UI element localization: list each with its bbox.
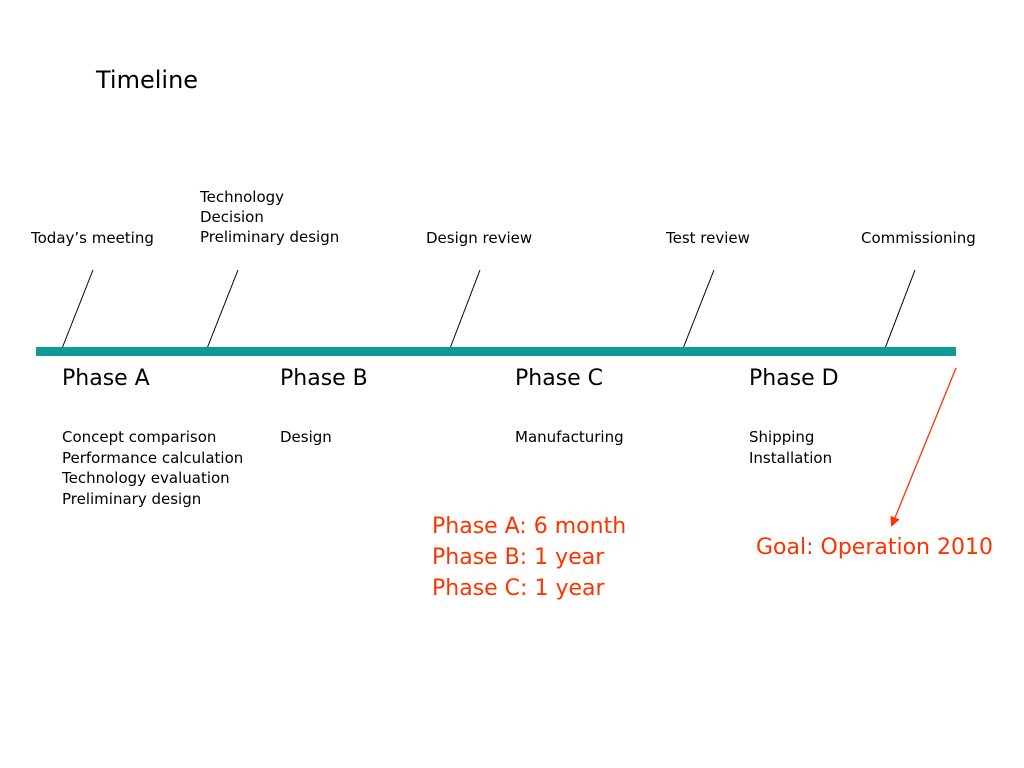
phase-c-tasks: Manufacturing	[515, 427, 624, 448]
phase-a-tasks: Concept comparison Performance calculati…	[62, 427, 243, 509]
task-item: Technology evaluation	[62, 469, 230, 487]
milestone-technology-decision: Technology Decision Preliminary design	[200, 187, 339, 247]
milestone-tick-todays-meeting	[60, 269, 94, 352]
milestone-tick-technology-decision	[205, 269, 239, 352]
timeline-bar	[36, 347, 956, 356]
task-item: Design	[280, 428, 332, 446]
milestone-commissioning: Commissioning	[861, 229, 976, 247]
milestone-line: Preliminary design	[200, 228, 340, 246]
milestone-line: Decision	[200, 208, 264, 226]
goal-text: Goal: Operation 2010	[756, 535, 993, 560]
task-item: Installation	[749, 448, 833, 467]
phase-d-tasks: Shipping Installation	[749, 427, 832, 468]
task-item: Manufacturing	[515, 428, 624, 446]
milestone-todays-meeting: Today’s meeting	[31, 229, 154, 247]
phase-c-label: Phase C	[515, 366, 604, 391]
task-item: Concept comparison	[62, 428, 217, 446]
milestone-tick-design-review	[448, 269, 481, 352]
milestone-tick-test-review	[681, 269, 715, 352]
phase-d-label: Phase D	[749, 366, 839, 391]
task-item: Preliminary design	[62, 489, 202, 508]
duration-item: Phase B: 1 year	[432, 545, 605, 570]
milestone-test-review: Test review	[666, 229, 750, 247]
phase-b-label: Phase B	[280, 366, 368, 391]
task-item: Shipping	[749, 428, 815, 446]
milestone-line: Technology	[200, 188, 285, 206]
phase-a-label: Phase A	[62, 366, 150, 391]
phase-durations: Phase A: 6 month Phase B: 1 year Phase C…	[432, 511, 626, 604]
phase-b-tasks: Design	[280, 427, 332, 448]
milestone-tick-commissioning	[883, 269, 916, 352]
goal-arrow	[890, 367, 957, 527]
milestone-design-review: Design review	[426, 229, 533, 247]
task-item: Performance calculation	[62, 448, 244, 467]
duration-item: Phase A: 6 month	[432, 514, 627, 539]
duration-item: Phase C: 1 year	[432, 576, 605, 601]
page-title: Timeline	[96, 66, 199, 94]
